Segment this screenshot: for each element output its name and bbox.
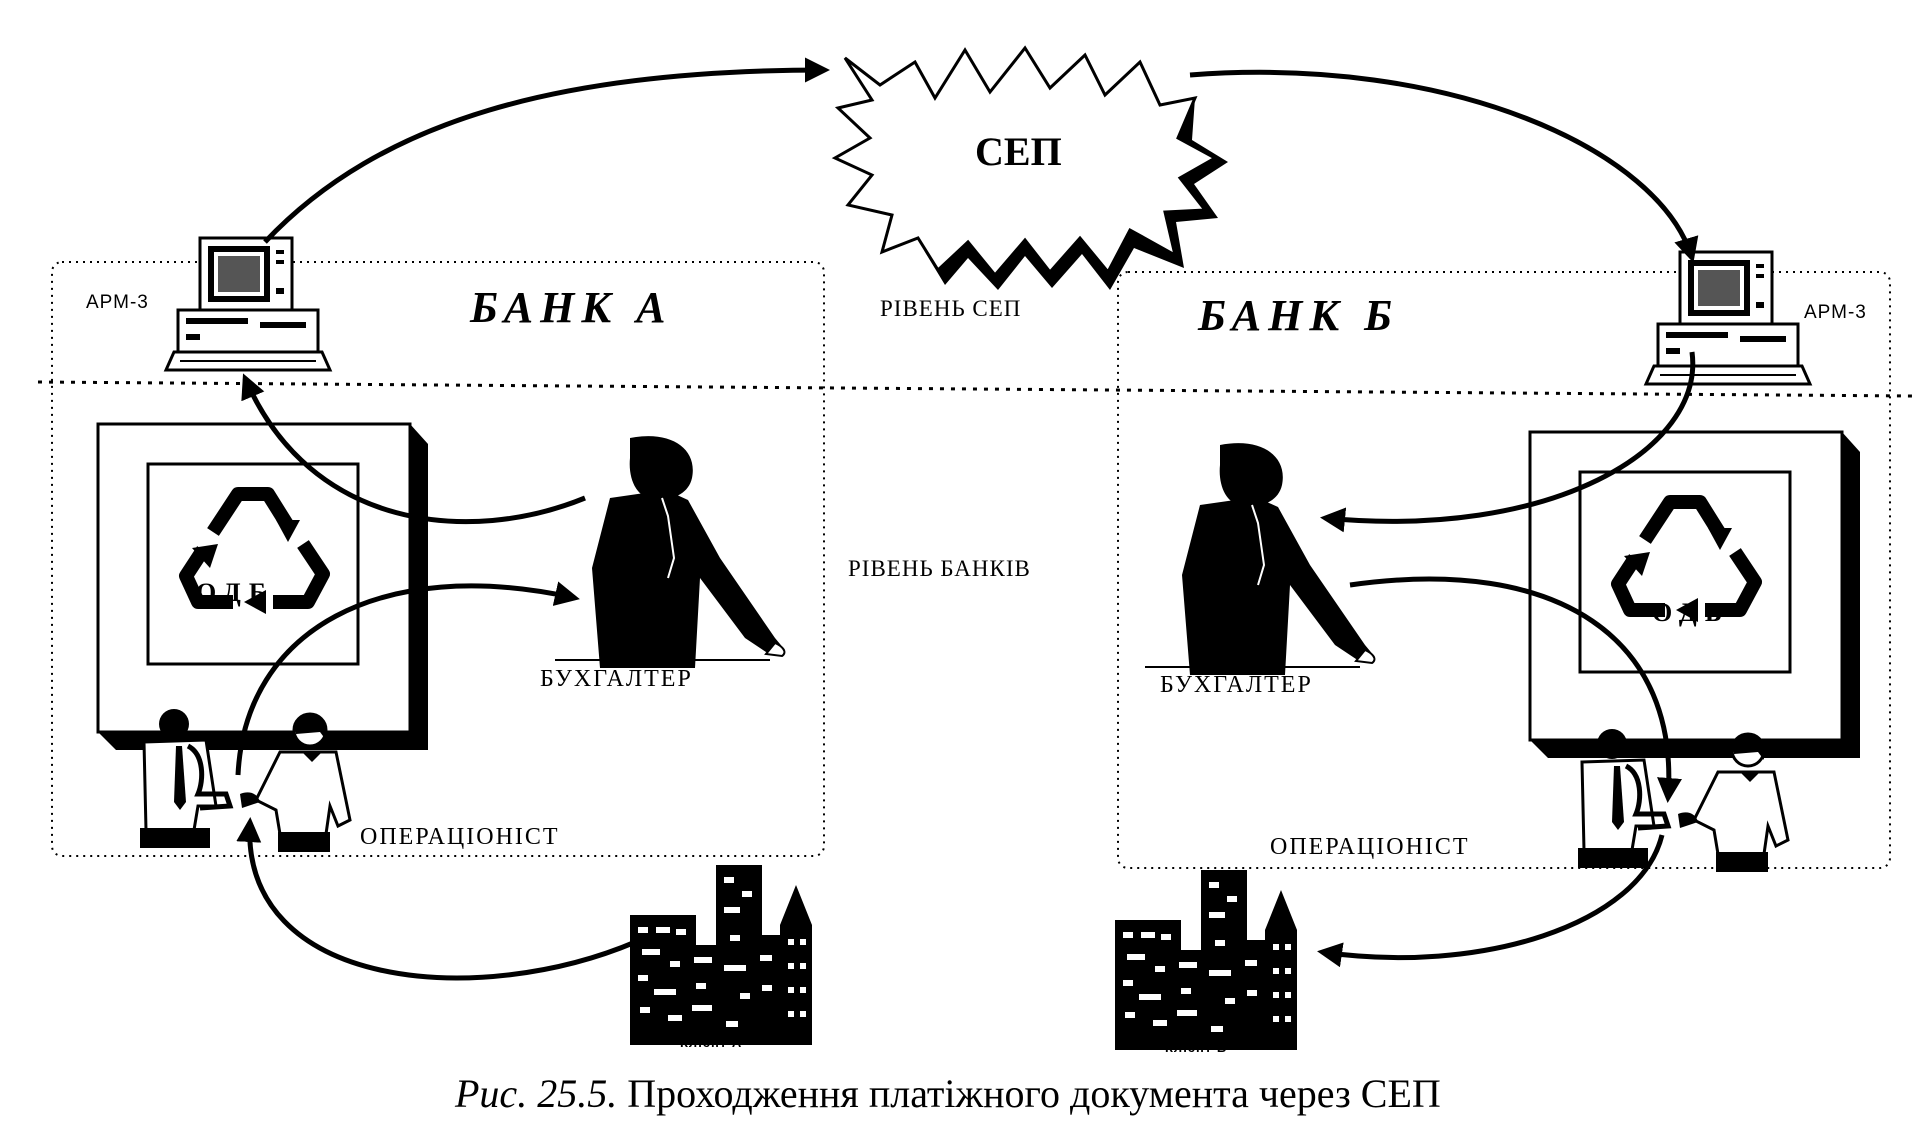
cloud-shadow: [918, 98, 1228, 290]
caption-prefix: Рис. 25.5.: [455, 1071, 618, 1116]
arm-b-label: АРМ-3: [1804, 302, 1867, 323]
accountant-b-label: БУХГАЛТЕР: [1160, 672, 1313, 698]
operator-b-label: ОПЕРАЦІОНІСТ: [1270, 834, 1470, 860]
person-icon: [1144, 442, 1376, 676]
arm-a-label: АРМ-3: [86, 292, 149, 313]
arrow-arm-a-to-sep: [263, 57, 830, 244]
computer-icon: [164, 236, 332, 372]
sep-level-label: РІВЕНЬ СЕП: [880, 296, 1022, 321]
figure-caption: Рис. 25.5. Проходження платіжного докуме…: [455, 1070, 1441, 1117]
bank-b-title: БАНК Б: [1198, 291, 1400, 340]
client-a-label: Клієнт А: [680, 1035, 743, 1050]
odb-a-label: ОДБ: [196, 578, 275, 607]
arrow-client-a-to-operator: [236, 817, 642, 981]
level-separator: [37, 380, 1913, 398]
arrow-arm-b-to-accountant: [1320, 351, 1696, 533]
sep-label: СЕП: [975, 129, 1062, 174]
accountant-a-label: БУХГАЛТЕР: [540, 666, 693, 692]
odb-b-box: [1530, 432, 1860, 758]
computer-icon: [1644, 250, 1812, 386]
arrow-accountant-a-to-arm: [241, 373, 586, 525]
arrow-operator-a-to-accountant: [235, 581, 580, 776]
city-icon: [630, 865, 812, 1045]
client-b-label: Клієнт Б: [1165, 1040, 1228, 1055]
bank-a-title: БАНК А: [470, 283, 673, 332]
arrow-sep-to-arm-b: [1189, 69, 1699, 263]
arrow-accountant-b-to-operator: [1349, 576, 1682, 803]
city-icon: [1115, 870, 1297, 1050]
person-icon: [554, 435, 786, 669]
arrow-operator-b-to-client: [1317, 834, 1665, 968]
operator-a-label: ОПЕРАЦІОНІСТ: [360, 824, 560, 850]
odb-b-label: ОДБ: [1652, 598, 1731, 627]
caption-text: Проходження платіжного документа через С…: [617, 1071, 1441, 1116]
banks-level-label: РІВЕНЬ БАНКІВ: [848, 556, 1031, 581]
